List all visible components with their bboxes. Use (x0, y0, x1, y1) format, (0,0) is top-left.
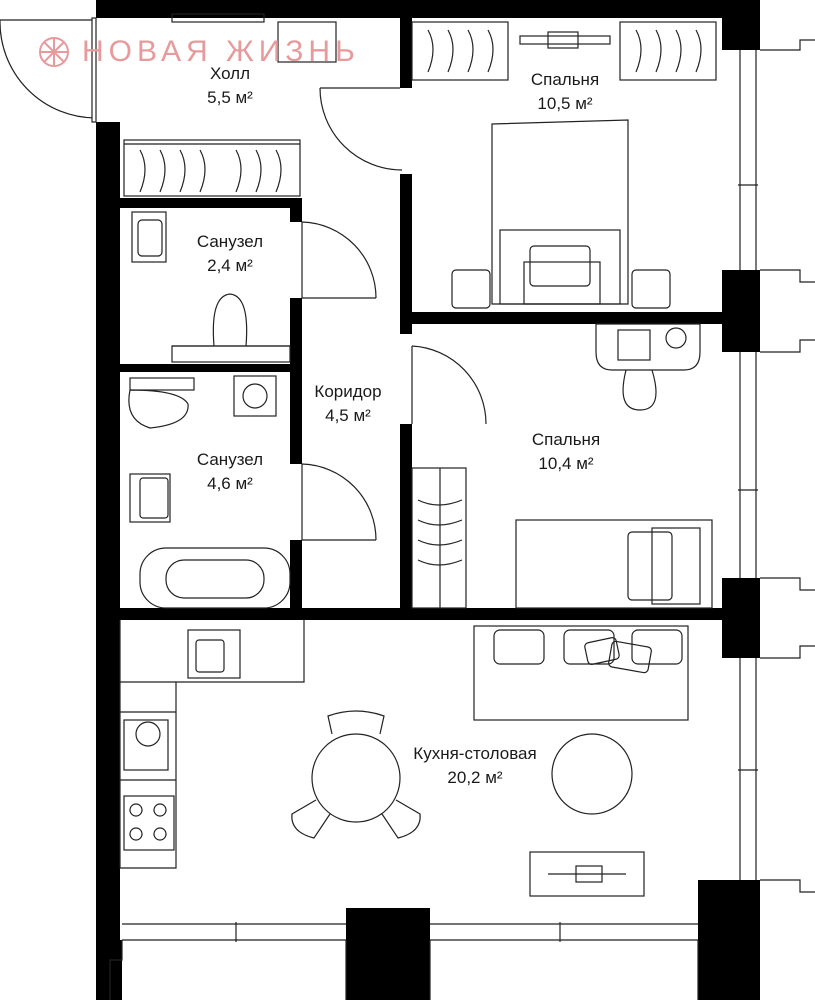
room-bathroom-1: Санузел 2,4 м² (197, 230, 263, 278)
doors (0, 17, 487, 541)
brand-name: НОВАЯ ЖИЗНЬ (82, 35, 360, 68)
walls (96, 0, 760, 1000)
room-kitchen-dining: Кухня-столовая 20,2 м² (413, 742, 536, 790)
room-name: Спальня (530, 70, 600, 89)
room-area: 2,4 м² (207, 256, 253, 275)
thin-lines (109, 13, 815, 1000)
room-bedroom-2: Спальня 10,4 м² (532, 428, 600, 476)
room-area: 10,5 м² (537, 94, 593, 113)
room-name: Коридор (314, 382, 382, 401)
room-hall: Холл 5,5 м² (207, 62, 253, 110)
room-name: Спальня (531, 430, 601, 449)
room-area: 4,6 м² (207, 474, 253, 493)
room-name: Кухня-столовая (413, 744, 537, 763)
room-area: 10,4 м² (538, 454, 594, 473)
brand: НОВАЯ ЖИЗНЬ (38, 36, 360, 68)
furniture (123, 21, 717, 897)
brand-logo-mark (39, 37, 69, 67)
room-corridor: Коридор 4,5 м² (314, 380, 381, 428)
room-name: Холл (209, 64, 251, 83)
room-bathroom-2: Санузел 4,6 м² (197, 448, 263, 496)
room-area: 20,2 м² (447, 768, 503, 787)
room-name: Санузел (196, 232, 264, 251)
room-area: 4,5 м² (325, 406, 371, 425)
room-bedroom-1: Спальня 10,5 м² (531, 68, 599, 116)
room-name: Санузел (196, 450, 264, 469)
room-area: 5,5 м² (207, 88, 253, 107)
